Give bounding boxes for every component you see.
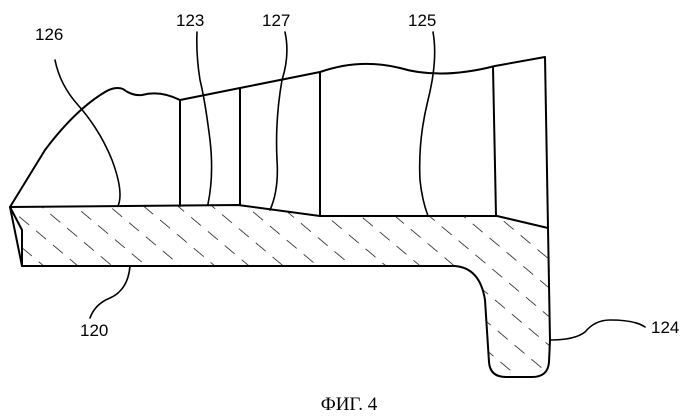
figure-caption: ФИГ. 4	[321, 394, 378, 415]
ref-label-125: 125	[408, 11, 436, 30]
leader-126	[55, 60, 120, 206]
ref-label-123: 123	[176, 11, 204, 30]
substrate-cross-section	[10, 205, 550, 377]
leader-124	[550, 320, 645, 340]
division-line-4	[493, 67, 496, 216]
ref-label-127: 127	[262, 11, 290, 30]
ref-label-120: 120	[80, 321, 108, 340]
leader-125	[420, 32, 435, 216]
leader-120	[90, 266, 130, 318]
ref-label-124: 124	[651, 318, 679, 337]
upper-component-outline	[10, 57, 548, 228]
ref-label-126: 126	[35, 25, 63, 44]
leader-127	[270, 32, 287, 210]
leader-123	[197, 32, 212, 204]
